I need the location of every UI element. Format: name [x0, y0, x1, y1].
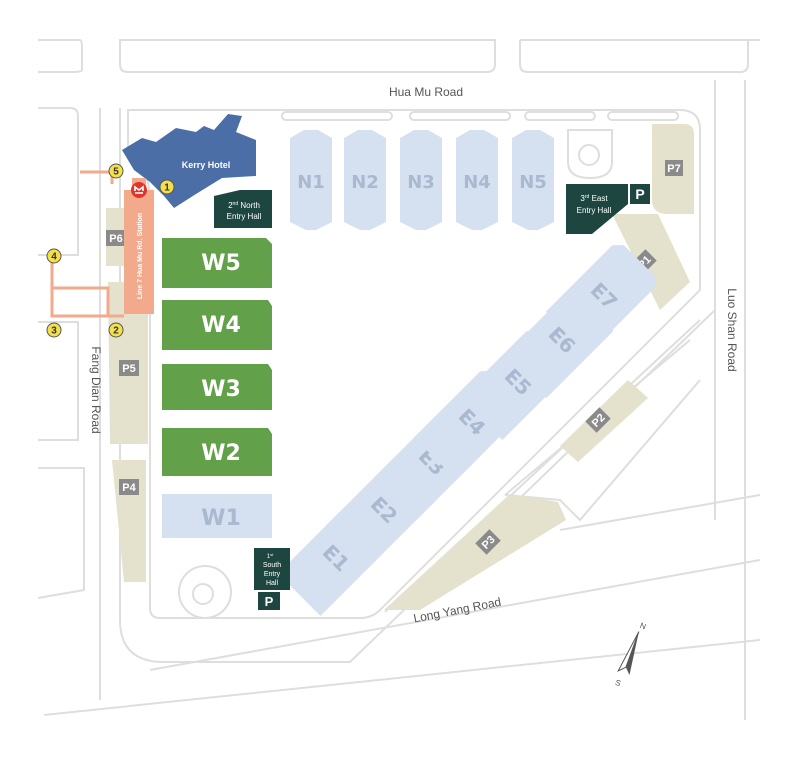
- parking-lot-p4: [112, 460, 146, 582]
- exit-marker-2: 2: [108, 322, 124, 338]
- north-entry-ordinal: 2: [228, 201, 233, 210]
- exit-marker-1: 1: [159, 179, 175, 195]
- hall-label-n5: N5: [519, 172, 547, 193]
- svg-text:4: 4: [51, 252, 57, 263]
- building-icon: [122, 114, 256, 208]
- compass-icon: N S: [614, 621, 648, 688]
- hall-label-n4: N4: [463, 172, 491, 193]
- exit-marker-4: 4: [46, 248, 62, 264]
- hall-label-n2: N2: [351, 172, 379, 193]
- road-label-north: Hua Mu Road: [389, 85, 463, 99]
- hall-w5: W5: [162, 238, 272, 288]
- metro-station-label: Line 7 Hua Mu Rd. Station: [137, 213, 144, 299]
- hall-label-w3: W3: [201, 377, 241, 402]
- hall-label-n3: N3: [407, 172, 435, 193]
- top-parking-bars: [281, 111, 679, 121]
- south-entry-ordinal: 1: [267, 554, 271, 560]
- hall-w1: W1: [162, 494, 272, 538]
- east-entry-hall: P 3rd East Entry Hall: [566, 184, 650, 234]
- exit-markers: 1 2 3 4 5: [46, 163, 175, 338]
- svg-text:3: 3: [51, 326, 57, 337]
- east-entry-line2: Entry Hall: [577, 206, 612, 215]
- south-entry-line3: Hall: [266, 580, 279, 587]
- svg-text:3rd East: 3rd East: [580, 194, 608, 203]
- svg-text:2: 2: [113, 326, 119, 337]
- roundabout-southwest: [178, 565, 232, 619]
- west-halls: W5 W4 W3 W2 W1: [162, 238, 272, 538]
- metro-walkway: [50, 256, 124, 318]
- metro-station: Line 7 Hua Mu Rd. Station: [50, 170, 154, 318]
- south-entry-line2: Entry: [264, 571, 281, 578]
- hall-w4: W4: [162, 300, 272, 350]
- parking-badges: P6 P5 P4 P7 P1 P2 P3: [106, 160, 683, 555]
- hall-w3: W3: [162, 364, 272, 410]
- compass-north: N: [639, 621, 648, 632]
- north-entry-hall: 2nd North Entry Hall: [214, 190, 272, 228]
- parking-label-p5: P5: [122, 363, 135, 375]
- compass-south: S: [614, 678, 622, 688]
- roundabout-northeast: [567, 129, 613, 180]
- svg-text:5: 5: [113, 167, 119, 178]
- hall-n5: N5: [512, 130, 554, 230]
- east-parking-symbol: P: [635, 186, 644, 202]
- parking-label-p4: P4: [122, 482, 136, 494]
- south-entry-hall: P 1st South Entry Hall: [254, 548, 290, 610]
- svg-text:1st: 1st: [267, 552, 274, 560]
- north-entry-line2: Entry Hall: [227, 212, 262, 221]
- south-entry-suffix: st: [270, 552, 274, 557]
- east-entry-ordinal: 3: [580, 194, 585, 203]
- site-outer-boundary: [119, 108, 716, 663]
- svg-text:2nd North: 2nd North: [228, 201, 260, 210]
- exit-marker-5: 5: [108, 163, 124, 179]
- hall-label-n1: N1: [297, 172, 325, 193]
- hall-w2: W2: [162, 428, 272, 476]
- hall-n3: N3: [400, 130, 442, 230]
- south-entry-line1: South: [263, 562, 281, 569]
- exit-marker-3: 3: [46, 322, 62, 338]
- south-parking-symbol: P: [265, 594, 274, 609]
- north-entry-suffix: nd: [233, 201, 239, 207]
- hall-label-w4: W4: [201, 313, 241, 338]
- hall-label-w2: W2: [201, 441, 241, 466]
- road-network: [37, 39, 761, 720]
- site-boundary: [127, 109, 701, 619]
- north-entry-line1: North: [240, 201, 260, 210]
- metro-icon: [131, 182, 147, 198]
- hall-n2: N2: [344, 130, 386, 230]
- parking-lot-p3: [384, 494, 566, 610]
- hall-n4: N4: [456, 130, 498, 230]
- kerry-hotel: Kerry Hotel: [122, 114, 256, 208]
- svg-text:1: 1: [164, 183, 170, 194]
- east-entry-suffix: rd: [585, 194, 590, 200]
- hall-label-w1: W1: [201, 506, 241, 531]
- hotel-name: Kerry Hotel: [182, 160, 231, 170]
- parking-label-p7: P7: [667, 163, 680, 175]
- road-label-west: Fang Dian Road: [89, 346, 103, 433]
- north-halls: N1 N2 N3 N4 N5: [290, 130, 554, 230]
- hall-label-w5: W5: [201, 251, 241, 276]
- parking-label-p6: P6: [109, 233, 122, 245]
- east-halls: E1 E2 E3 E4 E5 E6 E7: [278, 245, 655, 616]
- hall-e7: E7: [546, 245, 655, 354]
- east-entry-line1: East: [592, 194, 609, 203]
- road-label-east: Luo Shan Road: [725, 288, 739, 371]
- hall-n1: N1: [290, 130, 332, 230]
